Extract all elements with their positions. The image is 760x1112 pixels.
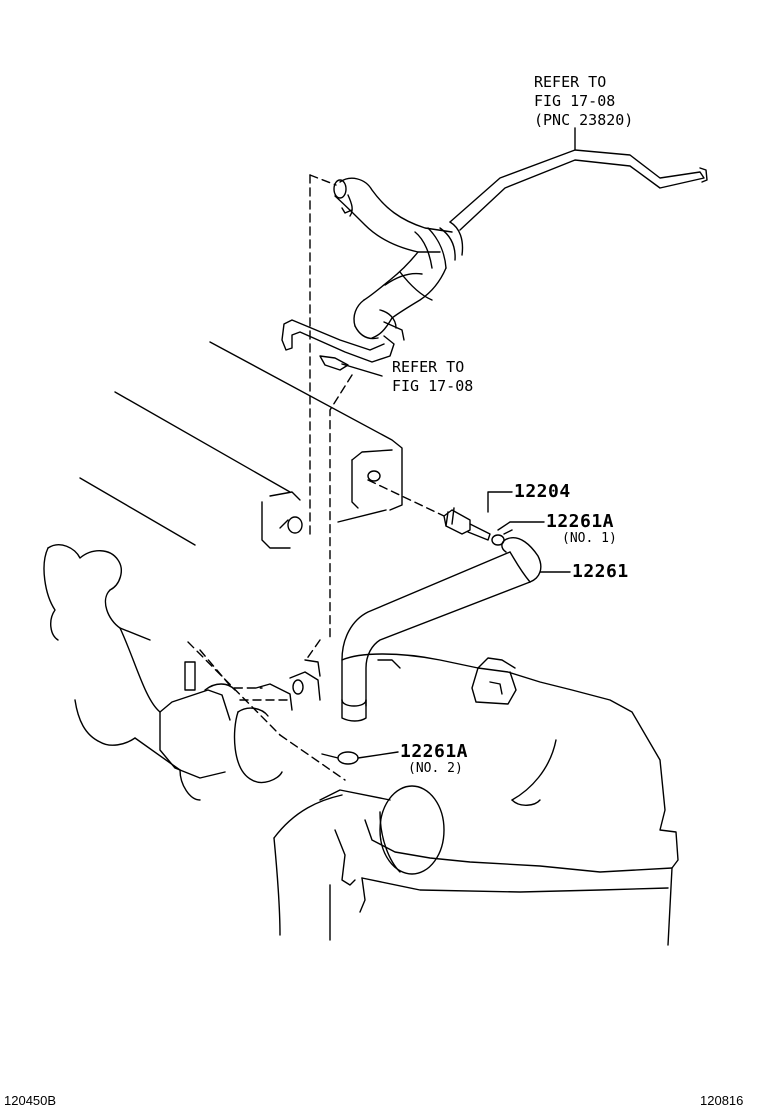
engine-block-outline [43,341,403,801]
part-number-12204[interactable]: 12204 [514,481,571,502]
footer-left-code: 120450B [4,1093,57,1108]
refer-mid-line1: REFER TO [392,358,465,376]
clamp-no1 [491,529,513,546]
part-sub-no1: (NO. 1) [562,531,617,546]
part-sub-no2: (NO. 2) [408,761,463,776]
footer-right-code: 120816 [700,1093,744,1108]
clamp-no2 [321,751,359,765]
part-number-12261[interactable]: 12261 [572,561,629,582]
refer-top-line1: REFER TO [534,73,607,91]
hose-12261 [341,537,542,722]
part-number-12261a-no2[interactable]: 12261A [400,741,469,762]
part-number-12261a-no1[interactable]: 12261A [546,511,615,532]
cylinder-head-outline [273,653,679,946]
refer-top-line2: FIG 17-08 [534,92,616,110]
upper-hose-assembly [281,127,708,377]
leader-lines [357,491,571,759]
refer-mid-line2: FIG 17-08 [392,377,474,395]
refer-top-line3: (PNC 23820) [534,111,634,129]
pcv-valve-12204 [443,507,491,541]
dashed-alignment-lines [187,174,445,781]
